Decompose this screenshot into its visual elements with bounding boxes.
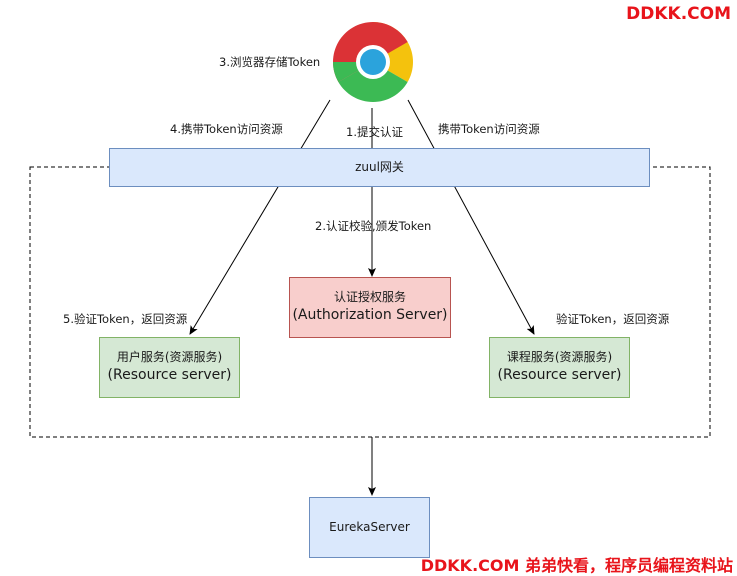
user-service-sublabel: (Resource server) [107, 367, 232, 384]
course-service-node: 课程服务(资源服务) (Resource server) [489, 337, 630, 398]
watermark-bottom: DDKK.COM 弟弟快看，程序员编程资料站 [420, 556, 733, 575]
arrow-to-user-service [189, 99, 331, 335]
user-service-label: 用户服务(资源服务) [116, 350, 223, 365]
user-service-node: 用户服务(资源服务) (Resource server) [99, 337, 240, 398]
chrome-icon [333, 22, 413, 102]
label-carry-token-right: 携带Token访问资源 [438, 122, 540, 136]
arrow-to-course-service [407, 99, 535, 335]
eureka-server-label: EurekaServer [329, 520, 410, 534]
label-submit-auth: 1.提交认证 [346, 125, 403, 139]
course-service-sublabel: (Resource server) [497, 367, 622, 384]
course-service-label: 课程服务(资源服务) [506, 350, 613, 365]
auth-server-node: 认证授权服务 (Authorization Server) [289, 277, 451, 338]
label-verify-return-right: 验证Token，返回资源 [556, 312, 670, 326]
label-verify-return-left: 5.验证Token，返回资源 [63, 312, 188, 326]
watermark-top: DDKK.COM [626, 4, 731, 24]
auth-server-sublabel: (Authorization Server) [292, 307, 448, 324]
gateway-node: zuul网关 [109, 148, 650, 187]
label-store-token: 3.浏览器存储Token [219, 55, 321, 69]
auth-server-label: 认证授权服务 [333, 290, 406, 305]
label-carry-token-left: 4.携带Token访问资源 [170, 122, 283, 136]
eureka-server-node: EurekaServer [309, 497, 430, 558]
gateway-label: zuul网关 [355, 160, 404, 174]
label-verify-issue: 2.认证校验,颁发Token [315, 219, 432, 233]
